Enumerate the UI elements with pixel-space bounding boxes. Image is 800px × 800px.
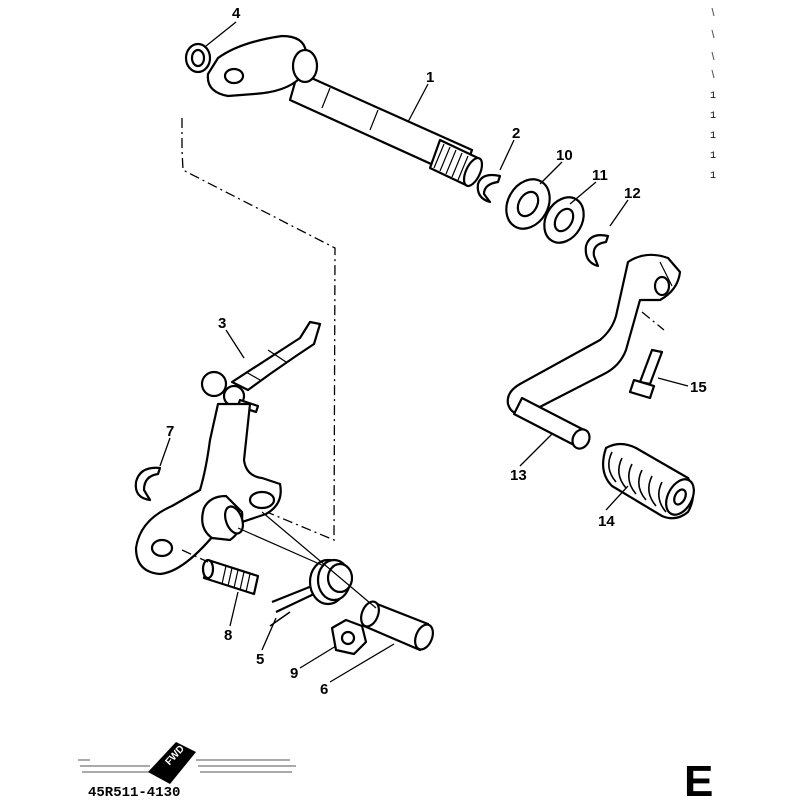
leader-lines [159,21,689,683]
part-oil-seal [184,42,212,74]
callout-15: 15 [690,379,707,396]
fwd-arrow-icon [148,742,196,784]
part-circlip-7 [134,466,162,502]
edge-mark: 1 [710,91,716,102]
edge-marks: 1 1 1 1 1 [710,7,716,182]
part-pedal-rubber [601,442,695,520]
part-spring [271,558,354,613]
part-shift-arm [134,320,322,576]
part-collar [360,600,434,652]
part-shift-shaft [206,34,484,188]
guide-line [237,527,325,567]
callout-7: 7 [166,423,174,440]
callout-11: 11 [592,167,608,184]
part-circlip-2 [476,173,502,204]
callout-13: 13 [510,467,527,484]
callout-1: 1 [426,69,434,86]
callout-2: 2 [512,125,520,142]
guide-line [261,511,377,609]
part-nut [330,618,368,656]
part-bolt-8 [181,549,260,596]
part-circlip-12 [584,234,610,268]
edge-mark: 1 [710,111,716,122]
fwd-mark: FWD [148,742,196,784]
callout-12: 12 [624,185,641,202]
callout-3: 3 [218,315,226,332]
edge-mark: 1 [710,171,716,182]
edge-mark: 1 [710,131,716,142]
edge-mark: 1 [710,151,716,162]
assembly-dash-line [181,118,336,541]
part-bolt-15 [628,348,664,400]
part-code: 45R511-4130 [88,785,180,800]
callout-9: 9 [290,665,298,682]
part-shift-pedal [506,253,682,450]
callout-8: 8 [224,627,232,644]
section-letter: E [684,757,713,800]
callout-4: 4 [232,5,241,22]
callout-5: 5 [256,651,264,668]
callout-6: 6 [320,681,328,698]
part-washer-10 [505,178,551,230]
callout-14: 14 [598,513,615,530]
callouts: 4 1 2 10 11 12 3 7 15 13 14 8 5 9 6 [166,5,707,698]
callout-10: 10 [556,147,573,164]
bottom-scribble [78,759,296,773]
